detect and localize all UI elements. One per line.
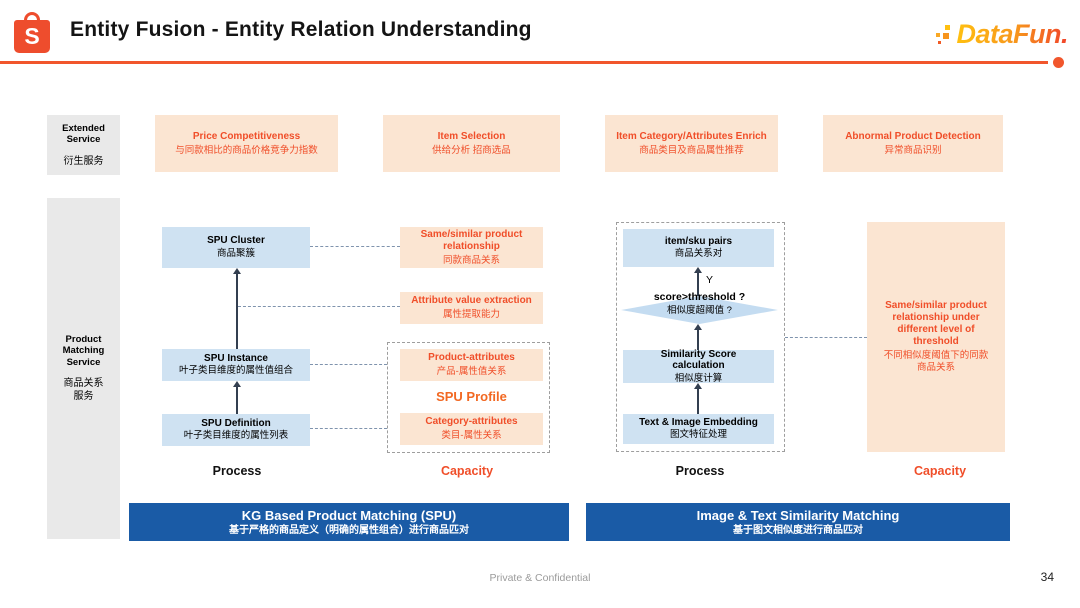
page-number: 34 — [1040, 570, 1054, 584]
node-en: SPU Cluster — [207, 235, 265, 247]
connector-instance-product-attributes — [310, 364, 387, 365]
capacity-zh: 不同相似度阈值下的同款商品关系 — [883, 350, 989, 373]
shopee-logo-letter: S — [24, 23, 40, 49]
header-rule — [0, 61, 1048, 64]
node-zh: 相似度计算 — [674, 372, 723, 384]
spu-profile-label: SPU Profile — [436, 389, 507, 404]
service-en: Price Competitiveness — [192, 130, 301, 142]
node-item-sku-pairs: item/sku pairs 商品关系对 — [623, 229, 774, 267]
arrow-definition-to-instance-line — [236, 386, 238, 414]
banner-image-text-matching: Image & Text Similarity Matching 基于图文相似度… — [586, 503, 1010, 541]
node-en: SPU Definition — [201, 417, 271, 429]
capacity-en: Same/similar product relationship under … — [885, 300, 987, 347]
arrow-definition-to-instance-head — [233, 381, 241, 387]
capacity-en: Attribute value extraction — [411, 295, 532, 306]
banner-en: Image & Text Similarity Matching — [696, 507, 900, 523]
connector-arrow-extraction — [238, 306, 400, 307]
arrow-instance-to-cluster-head — [233, 268, 241, 274]
node-zh: 商品关系对 — [674, 248, 723, 260]
capacity-product-attributes: Product-attributes 产品-属性值关系 — [400, 349, 543, 381]
kg-process-label: Process — [212, 464, 262, 478]
capacity-zh: 产品-属性值关系 — [436, 366, 507, 377]
node-en: Text & Image Embedding — [639, 416, 758, 428]
banner-en: KG Based Product Matching (SPU) — [241, 507, 457, 523]
arrow-diamond-to-pairs-line — [697, 272, 699, 296]
banner-zh: 基于严格的商品定义（明确的属性组合）进行商品匹对 — [229, 524, 469, 536]
node-similarity-score: Similarity Score calculation 相似度计算 — [623, 348, 774, 384]
capacity-zh: 同款商品关系 — [442, 254, 500, 266]
decision-en: score>threshold ? — [653, 291, 746, 303]
service-box-category-attributes-enrich: Item Category/Attributes Enrich 商品类目及商品属… — [605, 115, 778, 172]
service-zh: 商品类目及商品属性推荐 — [639, 144, 744, 156]
capacity-attribute-value-extraction: Attribute value extraction 属性提取能力 — [400, 292, 543, 324]
node-en: item/sku pairs — [664, 235, 733, 247]
service-box-price-competitiveness: Price Competitiveness 与同款相比的商品价格竞争力指数 — [155, 115, 338, 172]
capacity-zh: 属性提取能力 — [442, 309, 500, 320]
spu-profile-group — [387, 342, 550, 453]
service-box-abnormal-product-detection: Abnormal Product Detection 异常商品识别 — [823, 115, 1003, 172]
branch-label-y: Y — [706, 274, 714, 286]
connector-flow-threshold-capacity — [785, 337, 867, 338]
node-zh: 叶子类目维度的属性值组合 — [178, 365, 293, 377]
extended-service-en: Extended Service — [62, 122, 105, 146]
service-en: Abnormal Product Detection — [845, 130, 981, 142]
capacity-en: Category-attributes — [425, 416, 518, 427]
node-en: Similarity Score calculation — [660, 348, 737, 372]
arrow-score-to-diamond-head — [694, 324, 702, 330]
confidential-label: Private & Confidential — [489, 572, 591, 584]
connector-cluster-relationship — [310, 246, 400, 247]
kg-capacity-label: Capacity — [440, 464, 494, 478]
header-rule-dot — [1053, 57, 1064, 68]
service-zh: 供给分析 招商选品 — [432, 144, 511, 156]
service-zh: 与同款相比的商品价格竞争力指数 — [175, 144, 318, 156]
node-zh: 图文特征处理 — [669, 429, 727, 441]
datafun-pixels-icon — [936, 25, 951, 44]
node-spu-definition: SPU Definition 叶子类目维度的属性列表 — [162, 414, 310, 446]
node-spu-instance: SPU Instance 叶子类目维度的属性值组合 — [162, 349, 310, 381]
arrow-instance-to-cluster-line — [236, 273, 238, 349]
service-en: Item Selection — [437, 130, 506, 142]
connector-definition-category-attributes — [310, 428, 387, 429]
product-matching-service-en: Product Matching Service — [62, 333, 105, 368]
capacity-en: Same/similar product relationship — [420, 228, 523, 252]
datafun-wordmark: DataFun. — [956, 19, 1068, 49]
page-title: Entity Fusion - Entity Relation Understa… — [70, 18, 532, 41]
extended-service-zh: 衍生服务 — [63, 155, 104, 167]
banner-zh: 基于图文相似度进行商品匹对 — [733, 524, 863, 536]
shopee-bag-body: S — [14, 20, 50, 53]
node-zh: 商品聚簇 — [216, 247, 255, 259]
datafun-logo: DataFun. — [934, 19, 1068, 50]
capacity-threshold-relationship: Same/similar product relationship under … — [867, 222, 1005, 452]
banner-kg-based-matching: KG Based Product Matching (SPU) 基于严格的商品定… — [129, 503, 569, 541]
decision-zh: 相似度超阈值 ? — [667, 305, 732, 316]
arrow-embedding-to-score-head — [694, 383, 702, 389]
shopee-logo-icon: S — [14, 12, 50, 53]
sim-process-label: Process — [675, 464, 725, 478]
arrow-score-to-diamond-line — [697, 329, 699, 350]
capacity-category-attributes: Category-attributes 类目-属性关系 — [400, 413, 543, 445]
sidebar-product-matching-service: Product Matching Service 商品关系 服务 — [47, 198, 120, 539]
service-en: Item Category/Attributes Enrich — [616, 130, 767, 142]
service-box-item-selection: Item Selection 供给分析 招商选品 — [383, 115, 560, 172]
arrow-diamond-to-pairs-head — [694, 267, 702, 273]
service-zh: 异常商品识别 — [884, 144, 942, 156]
decision-diamond-text: score>threshold ? 相似度超阈值 ? — [621, 291, 778, 317]
capacity-zh: 类目-属性关系 — [441, 430, 502, 441]
node-zh: 叶子类目维度的属性列表 — [183, 430, 289, 442]
node-spu-cluster: SPU Cluster 商品聚簇 — [162, 227, 310, 268]
sidebar-extended-service: Extended Service 衍生服务 — [47, 115, 120, 175]
capacity-en: Product-attributes — [428, 352, 515, 363]
sim-capacity-label: Capacity — [913, 464, 967, 478]
node-en: SPU Instance — [204, 352, 268, 364]
product-matching-service-zh: 商品关系 服务 — [63, 378, 104, 403]
similarity-flow-container — [616, 222, 785, 452]
arrow-embedding-to-score-line — [697, 388, 699, 414]
node-text-image-embedding: Text & Image Embedding 图文特征处理 — [623, 414, 774, 444]
capacity-same-similar-relationship: Same/similar product relationship 同款商品关系 — [400, 227, 543, 268]
